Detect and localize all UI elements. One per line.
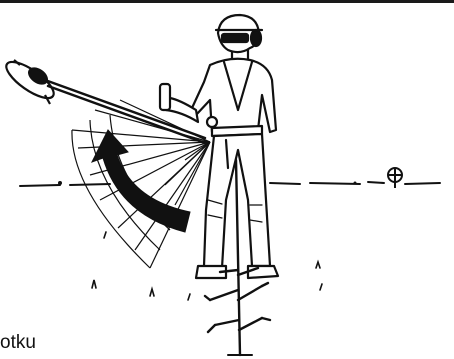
distant-tree-icon [387, 167, 403, 188]
caption-fragment: otku [0, 332, 36, 353]
ground-dots [58, 181, 357, 185]
swing-direction-arrow-icon [90, 129, 191, 233]
ground-line [19, 181, 441, 187]
trimmer-shaft [43, 78, 207, 145]
sapling-icon [203, 158, 272, 357]
grass-tufts [91, 231, 323, 301]
trimmer-head-icon [5, 59, 55, 105]
operator-figure-icon [158, 13, 280, 280]
top-rule [0, 0, 454, 3]
